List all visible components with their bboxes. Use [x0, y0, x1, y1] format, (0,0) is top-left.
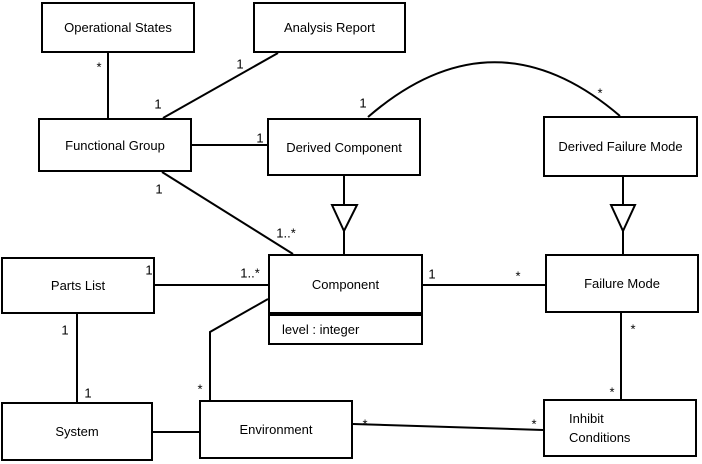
class-box-failure-mode[interactable]: Failure Mode [545, 254, 699, 313]
multiplicity-label: 1 [428, 266, 436, 282]
multiplicity-label: 1 [236, 56, 244, 72]
generalization-arrow-icon-derived-failure-mode-to-failure-mode [609, 204, 637, 234]
multiplicity-label: 1 [145, 262, 153, 278]
class-name-label: Derived Failure Mode [558, 139, 683, 154]
multiplicity-label: 1..* [276, 225, 296, 241]
class-box-inhibit-conditions[interactable]: Inhibit Conditions [543, 399, 697, 457]
multiplicity-label: 1 [61, 322, 69, 338]
multiplicity-label: * [630, 321, 636, 337]
multiplicity-label: 1 [359, 95, 367, 111]
class-box-component[interactable]: Component level : integer [268, 254, 423, 345]
multiplicity-label: 1 [154, 96, 162, 112]
edge-component--environment [209, 298, 269, 400]
edge-environment--inhibit-conditions [352, 423, 544, 431]
class-box-system[interactable]: System [1, 402, 153, 461]
class-box-environment[interactable]: Environment [199, 400, 353, 459]
class-name-label: Inhibit Conditions [569, 411, 631, 445]
multiplicity-label: * [515, 268, 521, 284]
multiplicity-label: 1..* [240, 265, 260, 281]
edge-functional-group--component [161, 171, 294, 255]
class-box-operational-states[interactable]: Operational States [41, 2, 195, 53]
attribute-label: level : integer [282, 321, 360, 337]
class-box-functional-group[interactable]: Functional Group [38, 118, 192, 172]
class-name-label: Functional Group [65, 137, 165, 153]
class-name-label: Failure Mode [584, 276, 660, 291]
multiplicity-label: * [531, 416, 537, 432]
multiplicity-label: 1 [155, 181, 163, 197]
class-name-label: System [55, 424, 99, 439]
edge-derived-component--derived-failure-mode [367, 61, 621, 118]
class-name-label: Analysis Report [283, 20, 376, 35]
multiplicity-label: * [197, 381, 203, 397]
class-name-label: Parts List [50, 278, 106, 293]
class-name-label: Derived Component [286, 139, 402, 155]
multiplicity-label: 1 [256, 130, 264, 146]
class-box-analysis-report[interactable]: Analysis Report [253, 2, 406, 53]
class-name-label: Component [311, 276, 380, 292]
multiplicity-label: * [96, 59, 102, 75]
class-box-derived-component[interactable]: Derived Component [267, 118, 421, 176]
attributes-compartment: level : integer [270, 312, 421, 343]
class-name-label: Environment [239, 422, 313, 437]
multiplicity-label: 1 [84, 385, 92, 401]
class-name-label: Operational States [64, 20, 172, 35]
multiplicity-label: * [362, 416, 368, 432]
generalization-arrow-icon-derived-component-to-component [330, 204, 359, 234]
multiplicity-label: * [597, 85, 603, 101]
class-box-derived-failure-mode[interactable]: Derived Failure Mode [543, 116, 698, 177]
edge-functional-group--analysis-report [162, 52, 279, 119]
multiplicity-label: * [609, 384, 615, 400]
class-box-parts-list[interactable]: Parts List [1, 257, 155, 314]
